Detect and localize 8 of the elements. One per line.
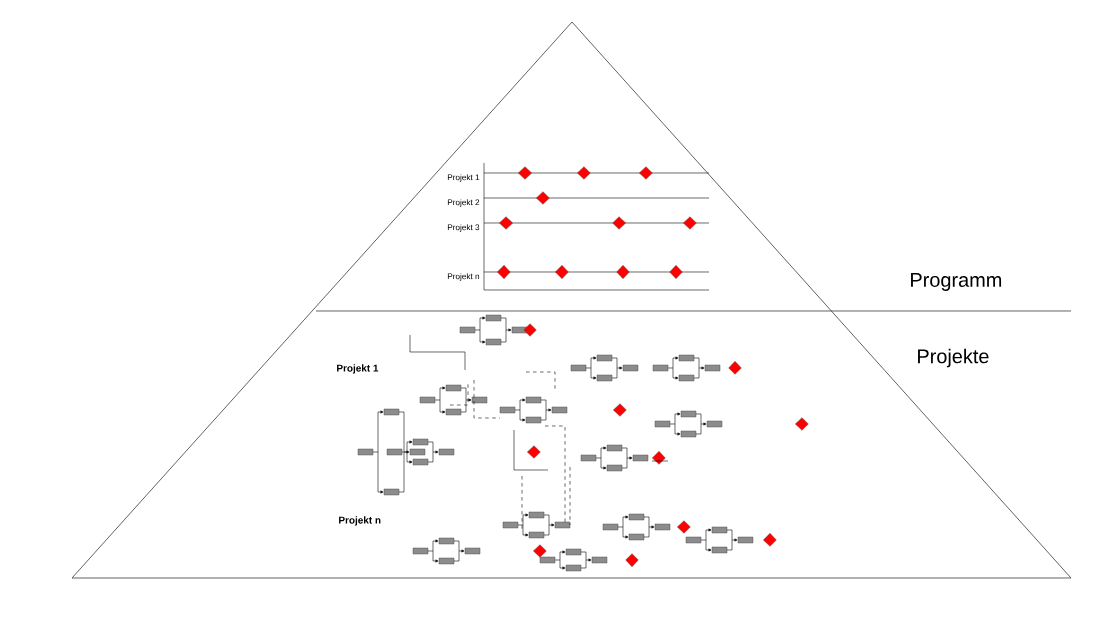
project-label: Projekt 1 — [447, 174, 480, 182]
project-label: Projekt n — [447, 273, 480, 281]
project-label: Projekt 3 — [447, 224, 480, 232]
section-label: Projekte — [918, 348, 989, 368]
section-label: Programm — [911, 273, 1002, 291]
project-label: Projekt 2 — [447, 199, 480, 207]
project-label: Projekt 1 — [337, 364, 379, 374]
project-label: Projekt n — [339, 516, 381, 526]
